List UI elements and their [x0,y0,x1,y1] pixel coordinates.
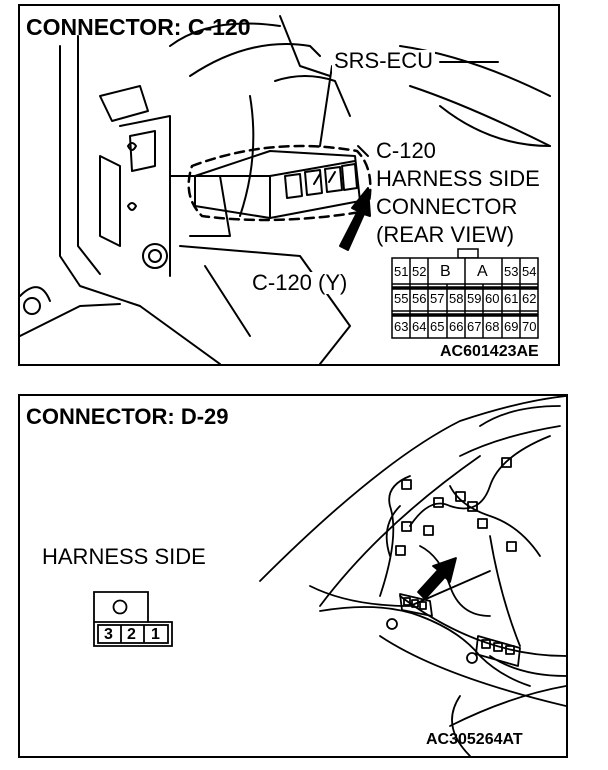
pin-1: 1 [151,626,160,643]
connector-c120-panel: CONNECTOR: C-120 SRS-ECU C-120 HARNESS S… [18,4,560,366]
pin-51: 51 [394,264,409,279]
pin-58: 58 [449,291,464,306]
harness-label-line-4: (REAR VIEW) [376,222,515,247]
key-a: A [477,263,488,280]
pin-56: 56 [412,291,427,306]
srs-ecu-location-illustration [20,15,551,364]
connector-color-label: C-120 (Y) [252,270,348,295]
connector-d29-panel: CONNECTOR: D-29 HARNESS SIDE 3 2 1 AC305… [18,394,568,758]
pin-54: 54 [522,264,537,279]
harness-label-line-2: HARNESS SIDE [376,166,540,191]
connector-face-diagram [391,248,539,339]
pin-3: 3 [104,626,113,643]
pin-66: 66 [449,319,464,334]
pin-67: 67 [467,319,482,334]
page-title: CONNECTOR: D-29 [26,404,229,429]
pin-2: 2 [127,626,136,643]
pin-60: 60 [485,291,500,306]
pin-55: 55 [394,291,409,306]
pin-63: 63 [394,319,409,334]
pin-64: 64 [412,319,427,334]
connector-face-diagram [93,591,173,647]
vehicle-wiring-illustration [259,396,566,756]
pin-59: 59 [467,291,482,306]
pin-65: 65 [430,319,445,334]
pin-68: 68 [485,319,500,334]
harness-side-label: HARNESS SIDE [42,544,206,569]
figure-code: AC305264AT [426,731,523,748]
pin-52: 52 [412,264,427,279]
srs-ecu-label: SRS-ECU [332,48,436,73]
pin-53: 53 [504,264,519,279]
pin-61: 61 [504,291,519,306]
pin-57: 57 [430,291,445,306]
key-b: B [440,263,451,280]
harness-label-line-3: CONNECTOR [376,194,518,219]
figure-code: AC601423AE [440,343,539,360]
pin-70: 70 [522,319,537,334]
pin-69: 69 [504,319,519,334]
page-title: CONNECTOR: C-120 [26,14,251,40]
harness-label-line-1: C-120 [376,138,436,163]
pin-62: 62 [522,291,537,306]
